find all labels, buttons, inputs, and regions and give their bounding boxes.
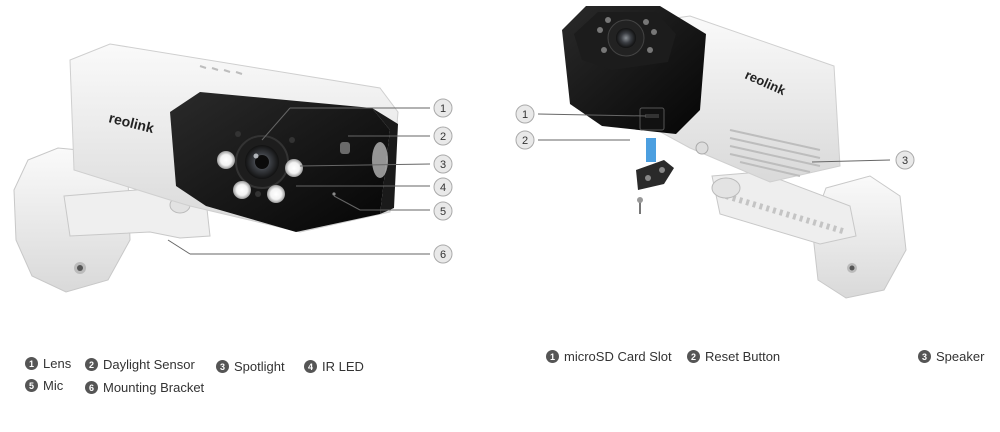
rear-legend-item-reset-button: 2 Reset Button xyxy=(687,349,780,364)
front-legend-num: 1 xyxy=(25,357,38,370)
front-mic xyxy=(332,192,336,196)
front-legend-label: Lens xyxy=(43,356,72,371)
front-callouts xyxy=(167,107,431,255)
front-legend-item-daylight-sensor: 2 Daylight Sensor xyxy=(85,357,195,372)
rear-legend-num: 2 xyxy=(687,350,700,363)
front-callout-badges: 1 2 3 4 5 6 xyxy=(433,98,453,264)
front-legend-label: Mounting Bracket xyxy=(103,380,205,395)
rear-legend-num: 1 xyxy=(546,350,559,363)
rear-callout-3: 3 xyxy=(902,155,908,167)
front-callout-4: 4 xyxy=(440,182,446,194)
front-legend-label: Spotlight xyxy=(234,359,285,374)
rear-callouts xyxy=(537,113,891,163)
rear-legend-label: Reset Button xyxy=(705,349,781,364)
rear-microsd-slot xyxy=(639,107,665,131)
front-daylight-sensor xyxy=(340,142,350,154)
front-callout-6: 6 xyxy=(440,249,446,261)
front-callout-5: 5 xyxy=(440,206,446,218)
rear-legend-num: 3 xyxy=(918,350,931,363)
rear-screw xyxy=(637,197,643,214)
rear-legend-label: microSD Card Slot xyxy=(564,349,672,364)
front-legend-item-mounting-bracket: 6 Mounting Bracket xyxy=(85,380,204,395)
rear-callout-2: 2 xyxy=(522,135,528,147)
front-camera: reolink xyxy=(13,43,399,293)
front-legend-item-ir-led: 4 IR LED xyxy=(304,359,364,374)
rear-callout-1: 1 xyxy=(522,109,528,121)
front-legend-num: 5 xyxy=(25,379,38,392)
front-callout-2: 2 xyxy=(440,131,446,143)
rear-reset-cover xyxy=(636,160,674,190)
front-legend-num: 3 xyxy=(216,360,229,373)
rear-callout-badges: 1 2 3 xyxy=(515,104,915,170)
front-legend-num: 6 xyxy=(85,381,98,394)
rear-speaker-grille xyxy=(729,129,821,177)
rear-legend-label: Speaker xyxy=(936,349,985,364)
front-legend-num: 4 xyxy=(304,360,317,373)
front-callout-3: 3 xyxy=(440,159,446,171)
front-callout-1: 1 xyxy=(440,103,446,115)
front-legend-label: IR LED xyxy=(322,359,364,374)
front-spotlight xyxy=(217,151,235,169)
rear-legend-item-microsd-card-slot: 1 microSD Card Slot xyxy=(546,349,672,364)
front-legend-item-lens: 1 Lens xyxy=(25,356,71,371)
front-legend-label: Mic xyxy=(43,378,64,393)
front-ir-led xyxy=(235,131,241,137)
front-legend-label: Daylight Sensor xyxy=(103,357,195,372)
rear-microsd-card xyxy=(646,138,656,162)
front-legend-item-spotlight: 3 Spotlight xyxy=(216,359,285,374)
front-legend-item-mic: 5 Mic xyxy=(25,378,63,393)
front-legend-num: 2 xyxy=(85,358,98,371)
rear-camera: reolink xyxy=(562,6,907,299)
rear-legend-item-speaker: 3 Speaker xyxy=(918,349,984,364)
